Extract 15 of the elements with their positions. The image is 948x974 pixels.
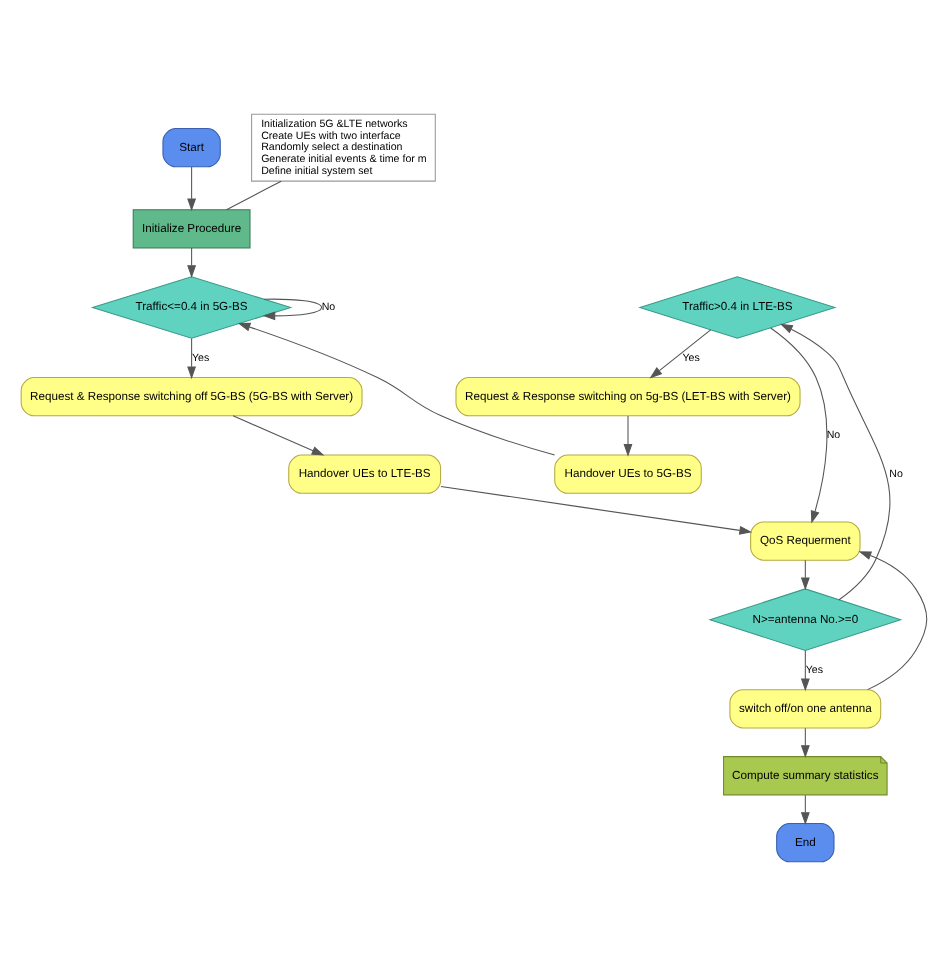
arrow — [623, 414, 633, 456]
arrow — [780, 322, 891, 600]
arrow — [800, 649, 810, 691]
arrow — [770, 326, 828, 523]
arrow — [232, 414, 325, 455]
arrow — [800, 726, 810, 758]
arrow — [440, 484, 753, 534]
arrow — [262, 297, 323, 320]
arrow — [649, 328, 712, 378]
arrow — [237, 321, 556, 455]
connector — [226, 179, 282, 210]
arrow — [187, 165, 197, 211]
arrow — [858, 550, 928, 690]
arrow — [800, 793, 810, 824]
arrow — [187, 337, 197, 379]
